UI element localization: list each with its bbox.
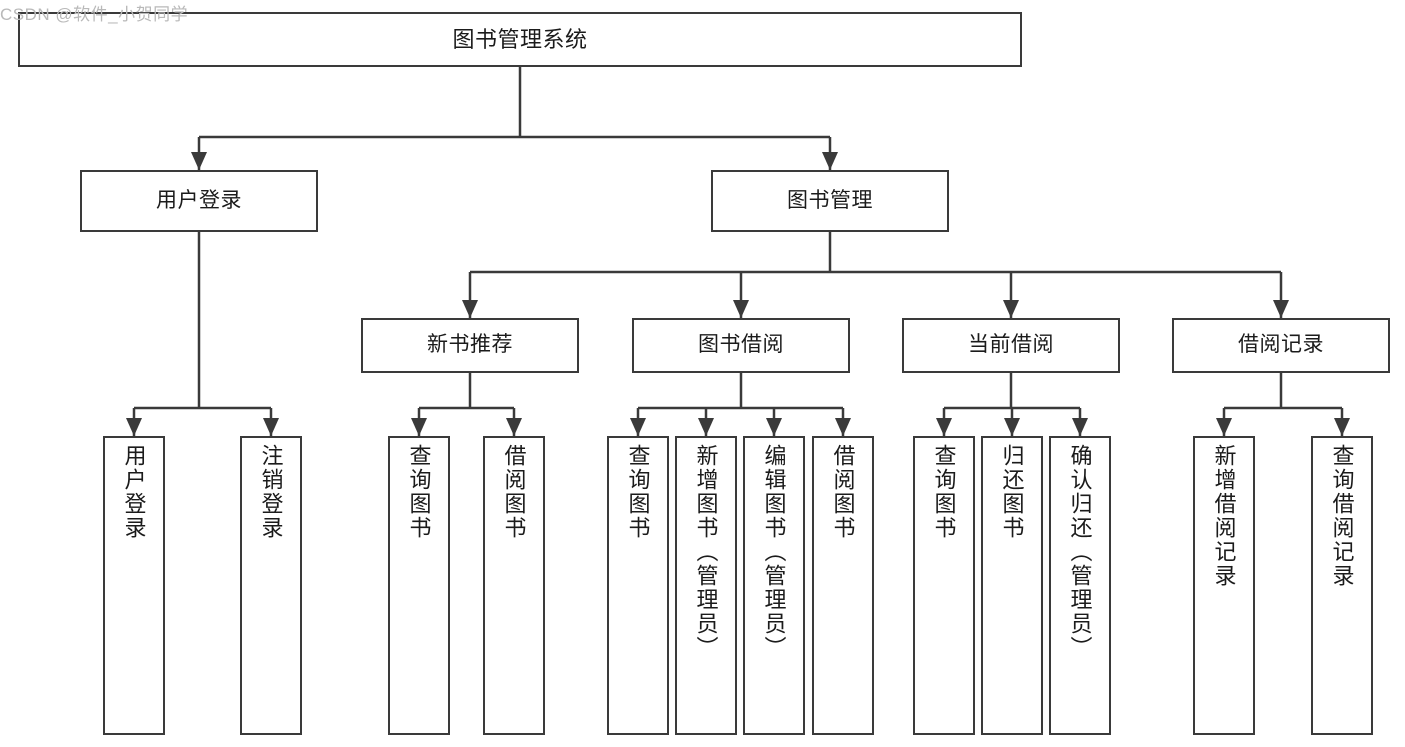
node-label: 借阅记录 [1238, 333, 1324, 357]
node-l8[interactable]: 借阅图书 [812, 436, 874, 735]
node-label: 查询图书 [931, 444, 957, 540]
node-l5[interactable]: 查询图书 [607, 436, 669, 735]
node-label: 编辑图书（管理员） [761, 444, 787, 660]
node-login[interactable]: 用户登录 [80, 170, 318, 232]
node-l10[interactable]: 归还图书 [981, 436, 1043, 735]
node-label: 查询借阅记录 [1329, 444, 1355, 588]
node-label: 归还图书 [999, 444, 1025, 540]
node-borrow[interactable]: 图书借阅 [632, 318, 850, 373]
node-l1[interactable]: 用户登录 [103, 436, 165, 735]
node-l7[interactable]: 编辑图书（管理员） [743, 436, 805, 735]
node-l11[interactable]: 确认归还（管理员） [1049, 436, 1111, 735]
node-l12[interactable]: 新增借阅记录 [1193, 436, 1255, 735]
node-label: 注销登录 [258, 444, 284, 540]
node-label: 用户登录 [121, 444, 147, 540]
node-label: 借阅图书 [501, 444, 527, 540]
node-label: 图书借阅 [698, 333, 784, 357]
node-label: 确认归还（管理员） [1067, 444, 1093, 660]
node-label: 新书推荐 [427, 333, 513, 357]
node-l6[interactable]: 新增图书（管理员） [675, 436, 737, 735]
node-newrec[interactable]: 新书推荐 [361, 318, 579, 373]
node-current[interactable]: 当前借阅 [902, 318, 1120, 373]
node-label: 查询图书 [625, 444, 651, 540]
node-l3[interactable]: 查询图书 [388, 436, 450, 735]
node-label: 新增图书（管理员） [693, 444, 719, 660]
node-l13[interactable]: 查询借阅记录 [1311, 436, 1373, 735]
node-label: 查询图书 [406, 444, 432, 540]
node-l9[interactable]: 查询图书 [913, 436, 975, 735]
node-l2[interactable]: 注销登录 [240, 436, 302, 735]
node-label: 图书管理 [787, 188, 873, 212]
csdn-watermark: CSDN @软件_小贺同学 [0, 5, 189, 24]
node-root[interactable]: 图书管理系统 [18, 12, 1022, 67]
node-bookmgmt[interactable]: 图书管理 [711, 170, 949, 232]
node-label: 图书管理系统 [452, 26, 588, 52]
node-l4[interactable]: 借阅图书 [483, 436, 545, 735]
node-label: 新增借阅记录 [1211, 444, 1237, 588]
node-label: 当前借阅 [968, 333, 1054, 357]
node-label: 借阅图书 [830, 444, 856, 540]
node-history[interactable]: 借阅记录 [1172, 318, 1390, 373]
node-label: 用户登录 [156, 188, 242, 212]
